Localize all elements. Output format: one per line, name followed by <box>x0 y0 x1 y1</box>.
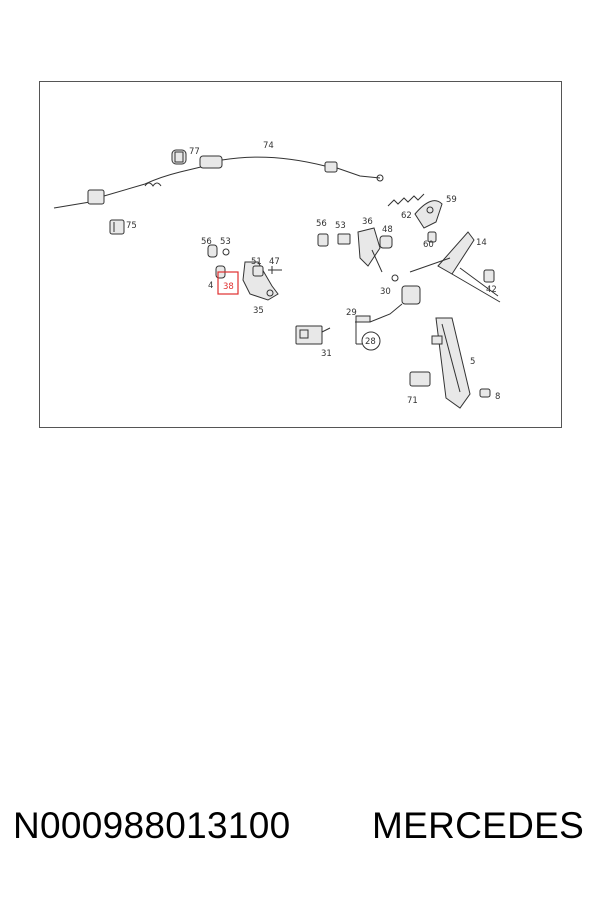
switch-30 <box>355 274 421 323</box>
callout-28: 28 <box>365 337 376 347</box>
callout-75: 75 <box>126 221 137 231</box>
callout-4: 4 <box>208 281 213 291</box>
throttle-cable-assembly <box>53 155 384 209</box>
callout-35: 35 <box>253 306 264 316</box>
grommet-77 <box>171 149 187 165</box>
spring-62 <box>387 193 425 207</box>
callout-42: 42 <box>486 285 497 295</box>
caption: N000988013100 MERCEDES <box>0 805 600 865</box>
callout-62: 62 <box>401 211 412 221</box>
connector-31 <box>295 325 331 345</box>
callout-36: 36 <box>362 217 373 227</box>
callout-30: 30 <box>380 287 391 297</box>
clip-75 <box>109 219 125 235</box>
accelerator-pedal-5 <box>431 317 471 409</box>
bolt-29 <box>355 315 371 323</box>
callout-59: 59 <box>446 195 457 205</box>
parts-diagram: 77 74 75 56 53 51 47 4 38 35 56 53 36 48… <box>39 81 562 428</box>
callout-77: 77 <box>189 147 200 157</box>
highlight-box <box>217 271 239 295</box>
callout-47: 47 <box>269 257 280 267</box>
callout-14: 14 <box>476 238 487 248</box>
callout-29: 29 <box>346 308 357 318</box>
part-8 <box>479 388 491 398</box>
callout-38: 38 <box>223 282 234 292</box>
exploded-view-drawing: 77 74 75 56 53 51 47 4 38 35 56 53 36 48… <box>53 141 501 409</box>
center-bracket-36-group <box>317 227 393 273</box>
brand-name: MERCEDES <box>372 805 585 846</box>
callout-71: 71 <box>407 396 418 406</box>
callout-60: 60 <box>423 240 434 250</box>
lever-59 <box>414 200 443 229</box>
callout-56-center: 56 <box>316 219 327 229</box>
callout-circle-28 <box>361 331 381 351</box>
callout-5: 5 <box>470 357 475 367</box>
part-71 <box>409 371 431 387</box>
callout-53-center: 53 <box>335 221 346 231</box>
callout-51: 51 <box>251 257 262 267</box>
callout-53: 53 <box>220 237 231 247</box>
callout-8: 8 <box>495 392 500 402</box>
callout-74: 74 <box>263 141 274 151</box>
part-number: N000988013100 <box>13 805 291 846</box>
callout-56: 56 <box>201 237 212 247</box>
callout-48: 48 <box>382 225 393 235</box>
callout-31: 31 <box>321 349 332 359</box>
pedal-lever-14 <box>409 231 501 303</box>
